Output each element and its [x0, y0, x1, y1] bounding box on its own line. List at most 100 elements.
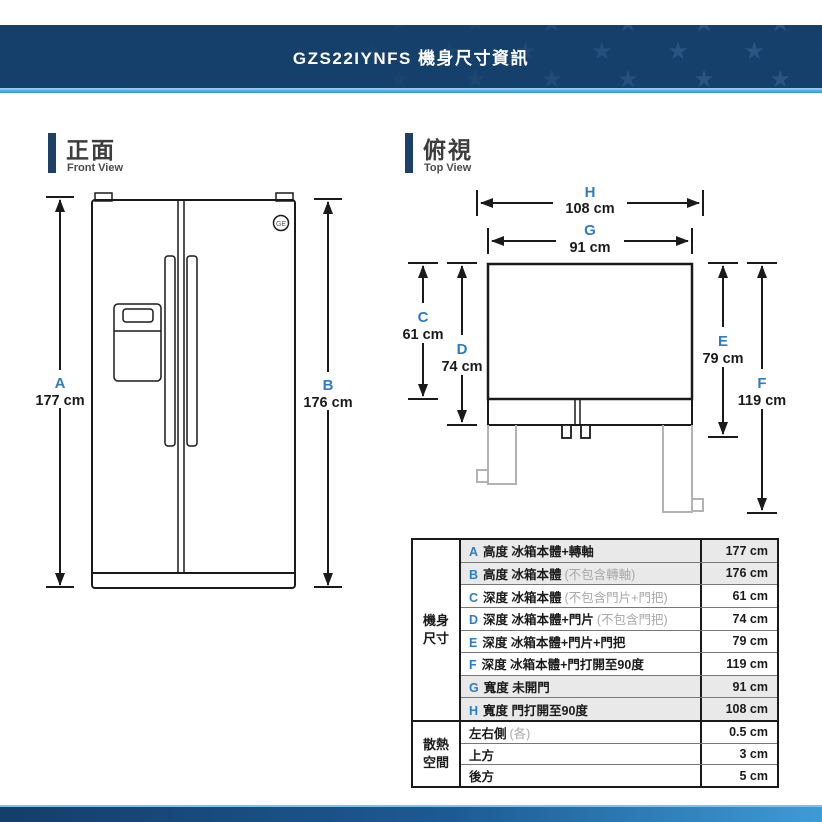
dim-g-letter: G — [584, 222, 596, 239]
table-section-header-body: 機身 尺寸 — [413, 540, 461, 720]
front-heading-subtitle: Front View — [67, 162, 124, 174]
row-letter: G — [469, 681, 479, 696]
row-note: (不包含門把) — [596, 613, 668, 628]
topview-door-band — [487, 398, 693, 426]
dim-f-letter: F — [757, 375, 766, 392]
table-row: B 高度 冰箱本體(不包含轉軸) 176 cm — [461, 562, 777, 586]
star-row: ★ ★ ★ ★ ★ ★ ★ ★ ★ ★ ★ ★ ★ ★ ★ ★ — [312, 25, 822, 38]
row-note: (不包含門片+門把) — [564, 590, 668, 605]
row-letter: B — [469, 567, 479, 582]
row-note: (不包含轉軸) — [564, 567, 636, 582]
footer-bar — [0, 805, 822, 822]
svg-text:GE: GE — [276, 221, 286, 228]
row-letter: D — [469, 613, 479, 628]
row-letter: F — [469, 658, 477, 673]
topview-left-door-open — [487, 425, 517, 485]
ge-logo-icon: GE — [272, 214, 290, 232]
dim-d-letter: D — [457, 341, 468, 358]
table-row: 上方 3 cm — [461, 743, 777, 766]
row-value: 74 cm — [700, 607, 777, 630]
row-value: 79 cm — [700, 630, 777, 653]
row-label: 左右側 — [469, 726, 507, 741]
table-row: 左右側(各) 0.5 cm — [461, 722, 777, 744]
dim-c-value: 61 cm — [402, 327, 443, 343]
row-label: 深度 冰箱本體 — [483, 590, 562, 605]
row-value: 5 cm — [700, 765, 777, 787]
front-heading-bar — [48, 133, 56, 173]
dim-d-value: 74 cm — [441, 359, 482, 375]
dim-c-arrow — [408, 262, 438, 400]
row-label: 深度 冰箱本體+門片 — [483, 613, 594, 628]
row-value: 176 cm — [700, 562, 777, 585]
dim-e-value: 79 cm — [702, 351, 743, 367]
dim-b-arrow — [314, 198, 342, 588]
row-value: 3 cm — [700, 743, 777, 765]
header-accent-line — [0, 88, 822, 93]
door-handle-left — [561, 424, 572, 439]
front-view-diagram: GE A 177 cm B 176 cm — [35, 192, 353, 589]
dim-b-value: 176 cm — [303, 395, 352, 411]
row-value: 0.5 cm — [700, 722, 777, 743]
fridge-right-hinge — [275, 192, 294, 202]
row-value: 108 cm — [700, 698, 777, 720]
water-dispenser — [113, 303, 162, 382]
header-banner: ★ ★ ★ ★ ★ ★ ★ ★ ★ ★ ★ ★ ★ ★ ★ ★ ★ ★ ★ ★ … — [0, 25, 822, 88]
row-label: 深度 冰箱本體+門打開至90度 — [481, 658, 644, 673]
dim-h-value: 108 cm — [565, 201, 614, 217]
table-section-header-heat: 散熱 空間 — [413, 722, 461, 786]
topview-left-door-tab — [476, 469, 489, 483]
top-view-diagram: H 108 cm G 91 cm — [402, 184, 786, 514]
dim-a-arrow — [46, 196, 74, 588]
dim-h-letter: H — [585, 184, 596, 201]
dim-f-arrow — [747, 262, 777, 514]
row-letter: C — [469, 590, 479, 605]
table-row: 後方 5 cm — [461, 765, 777, 787]
row-letter: A — [469, 545, 479, 560]
dim-f-value: 119 cm — [738, 393, 786, 409]
dim-b-letter: B — [323, 377, 334, 394]
topview-body — [486, 262, 694, 401]
fridge-left-handle — [164, 255, 176, 447]
dim-g-arrow — [487, 228, 693, 254]
row-label: 後方 — [469, 770, 495, 785]
dispenser-slot — [122, 308, 154, 323]
star-row: ★ ★ ★ ★ ★ ★ ★ ★ ★ ★ ★ ★ ★ ★ ★ ★ — [312, 66, 822, 88]
table-row: D 深度 冰箱本體+門片(不包含門把) 74 cm — [461, 607, 777, 631]
heat-clearance-section: 散熱 空間 左右側(各) 0.5 cm 上方 3 cm 後方 5 cm — [413, 720, 777, 787]
page-title: GZS22IYNFS 機身尺寸資訊 — [292, 49, 530, 68]
fridge-body — [91, 199, 296, 589]
row-label: 高度 冰箱本體 — [483, 567, 562, 582]
top-heading-title: 俯視 — [423, 137, 473, 163]
top-heading-subtitle: Top View — [424, 162, 472, 174]
row-label: 高度 冰箱本體+轉軸 — [483, 545, 594, 560]
topview-right-door-tab — [691, 498, 704, 512]
stars-pattern: ★ ★ ★ ★ ★ ★ ★ ★ ★ ★ ★ ★ ★ ★ ★ ★ ★ ★ ★ ★ … — [312, 25, 822, 88]
front-view-heading: 正面 Front View — [48, 131, 248, 179]
dim-h-arrow — [476, 190, 704, 216]
row-value: 177 cm — [700, 540, 777, 562]
row-letter: E — [469, 635, 478, 650]
row-label: 上方 — [469, 748, 495, 763]
body-dims-section: 機身 尺寸 A 高度 冰箱本體+轉軸 177 cm B 高度 冰箱本體(不包含轉軸)… — [413, 540, 777, 720]
dim-g-value: 91 cm — [569, 240, 610, 256]
topview-right-door-open — [662, 425, 693, 513]
top-heading-bar — [405, 133, 413, 173]
table-row: E 深度 冰箱本體+門片+門把 79 cm — [461, 630, 777, 654]
row-label: 深度 冰箱本體+門片+門把 — [482, 635, 626, 650]
dim-e-letter: E — [718, 333, 728, 350]
front-heading-title: 正面 — [66, 137, 116, 163]
door-handle-right — [580, 424, 591, 439]
row-letter: H — [469, 703, 479, 718]
spec-table: 機身 尺寸 A 高度 冰箱本體+轉軸 177 cm B 高度 冰箱本體(不包含轉軸)… — [411, 538, 779, 788]
dim-d-arrow — [447, 262, 477, 426]
star-row: ★ ★ ★ ★ ★ ★ ★ ★ ★ ★ ★ ★ ★ ★ ★ ★ — [312, 38, 822, 65]
row-label: 寬度 門打開至90度 — [483, 703, 588, 718]
fridge-left-hinge — [94, 192, 113, 202]
dim-e-arrow — [708, 262, 738, 438]
table-row: A 高度 冰箱本體+轉軸 177 cm — [461, 540, 777, 563]
row-note: (各) — [509, 726, 531, 741]
